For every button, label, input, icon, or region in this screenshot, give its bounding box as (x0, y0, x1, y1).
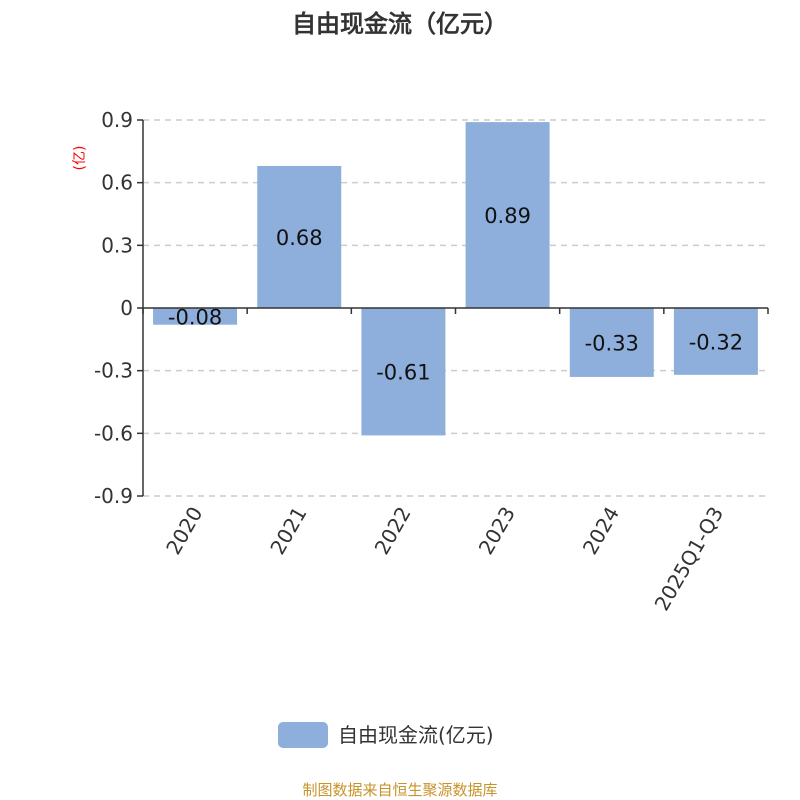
y-axis-label: (亿) (72, 146, 88, 171)
y-tick-label: 0.6 (101, 171, 133, 195)
y-tick-label: -0.9 (94, 484, 133, 508)
y-tick-label: -0.3 (94, 359, 133, 383)
x-tick-label: 2023 (474, 503, 520, 559)
x-tick-label: 2020 (161, 503, 207, 559)
footer-source: 制图数据来自恒生聚源数据库 (302, 781, 497, 799)
y-tick-label: 0.3 (101, 233, 133, 257)
x-tick-label: 2025Q1-Q3 (650, 503, 729, 615)
legend-swatch (278, 722, 328, 748)
bar (673, 308, 758, 375)
x-tick-label: 2022 (370, 503, 416, 559)
legend-label: 自由现金流(亿元) (338, 723, 494, 747)
y-tick-label: -0.6 (94, 421, 133, 445)
chart-title: 自由现金流（亿元） (292, 10, 508, 38)
bar (569, 308, 654, 377)
x-tick-label: 2024 (578, 503, 624, 559)
bar (465, 122, 550, 308)
x-tick-label: 2021 (265, 503, 311, 559)
data-label: -0.33 (585, 331, 639, 355)
bar (361, 308, 446, 436)
y-tick-label: 0 (120, 296, 133, 320)
bar (257, 165, 342, 308)
data-label: -0.32 (689, 330, 743, 354)
data-label: 0.68 (276, 226, 323, 250)
data-label: -0.08 (168, 305, 222, 329)
data-label: -0.61 (376, 361, 430, 385)
bar (153, 308, 238, 325)
y-tick-label: 0.9 (101, 108, 133, 132)
data-label: 0.89 (484, 204, 531, 228)
